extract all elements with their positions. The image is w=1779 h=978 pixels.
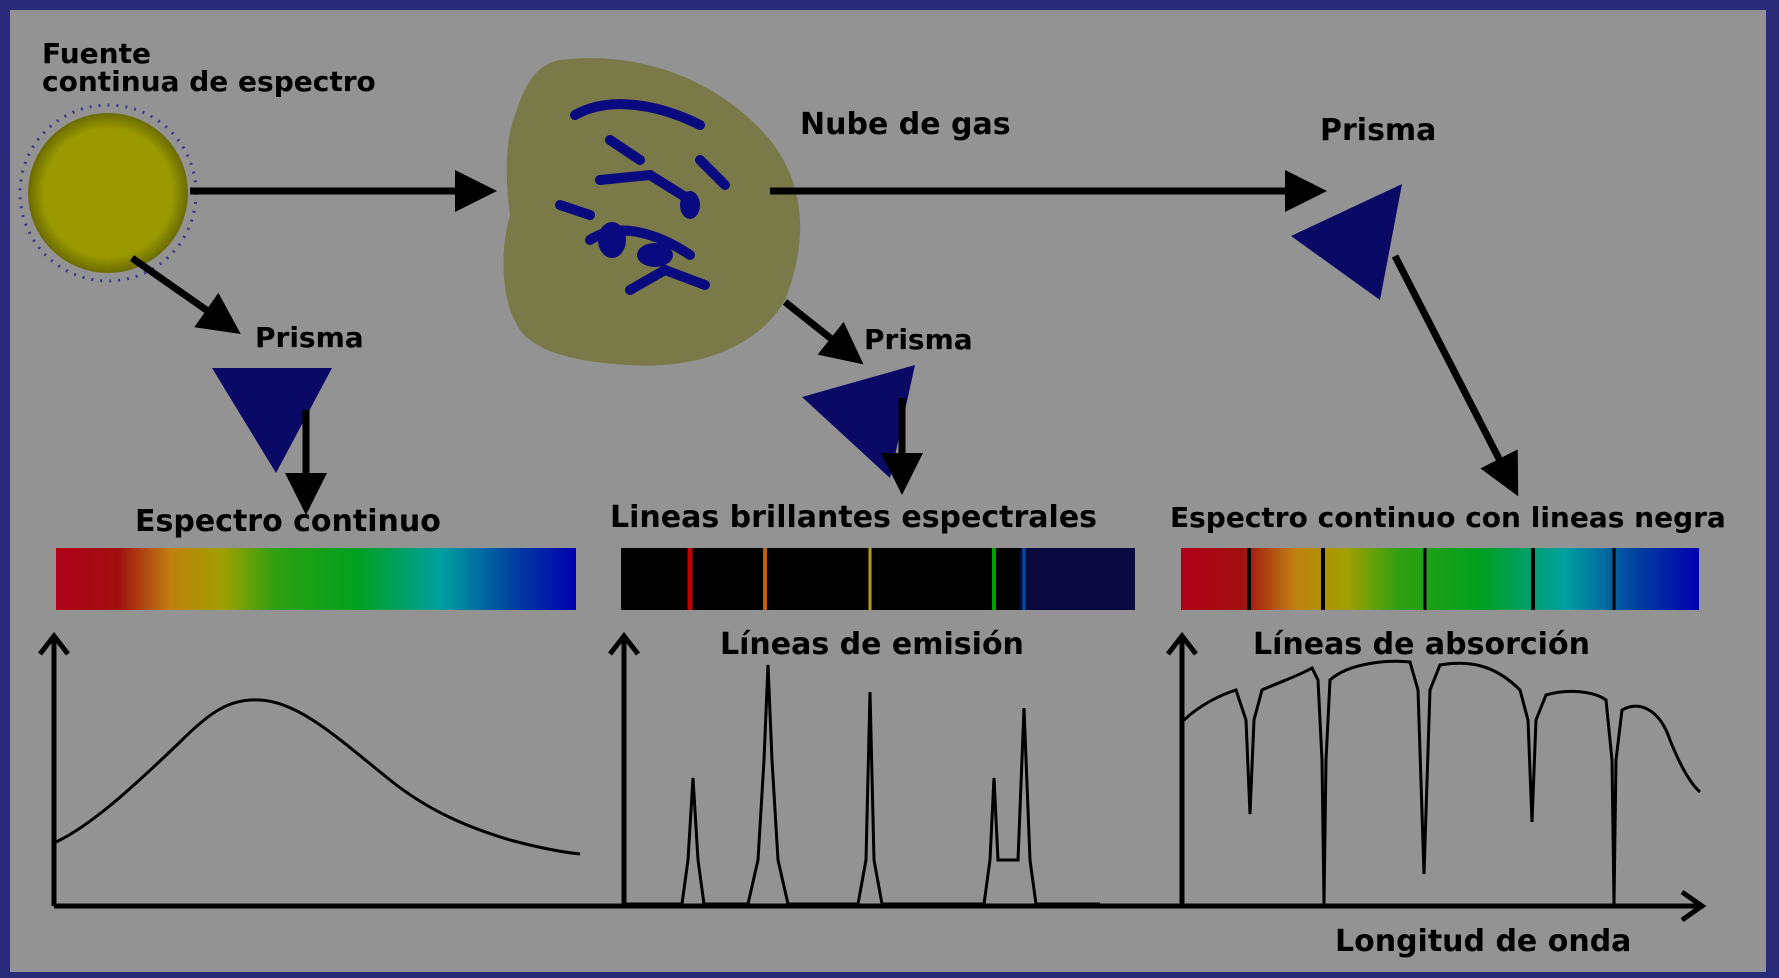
prism-left-label: Prisma bbox=[255, 321, 364, 354]
beam-source-to-prism bbox=[129, 255, 241, 335]
prism-top-right-label: Prisma bbox=[1320, 113, 1436, 148]
source-label: Fuente continua de espectro bbox=[42, 37, 376, 98]
beam-prism-to-absorption bbox=[1391, 254, 1519, 497]
continuous-spectrum-bar bbox=[56, 548, 576, 610]
x-axis-label: Longitud de onda bbox=[1335, 924, 1631, 959]
absorption-curve bbox=[1182, 659, 1702, 905]
absorption-spectrum-bar bbox=[1181, 548, 1699, 610]
prism-middle-label: Prisma bbox=[864, 323, 973, 356]
graph-absorption-title: Líneas de absorción bbox=[1253, 627, 1590, 662]
prism-icon bbox=[212, 368, 332, 473]
gas-cloud-icon bbox=[503, 58, 801, 366]
prism-icon bbox=[802, 365, 915, 478]
prism-icon bbox=[1291, 184, 1402, 300]
light-beam-arrows bbox=[129, 170, 1519, 515]
diagram-background bbox=[10, 10, 1766, 972]
graph-emission-title: Líneas de emisión bbox=[720, 627, 1024, 662]
spectrum-emission-title: Lineas brillantes espectrales bbox=[610, 500, 1097, 535]
emission-spectrum-bar bbox=[621, 548, 1135, 610]
gas-cloud-label: Nube de gas bbox=[800, 107, 1011, 142]
spectrum-absorption-title: Espectro continuo con lineas negra bbox=[1170, 501, 1726, 534]
x-axis-arrowhead bbox=[1680, 889, 1707, 923]
graph-axes bbox=[38, 631, 1707, 923]
beam-cloud-to-prism-middle bbox=[782, 299, 864, 365]
emission-curve bbox=[626, 664, 1100, 906]
continuous-curve bbox=[55, 698, 581, 856]
spectrum-continuous-title: Espectro continuo bbox=[135, 504, 441, 539]
